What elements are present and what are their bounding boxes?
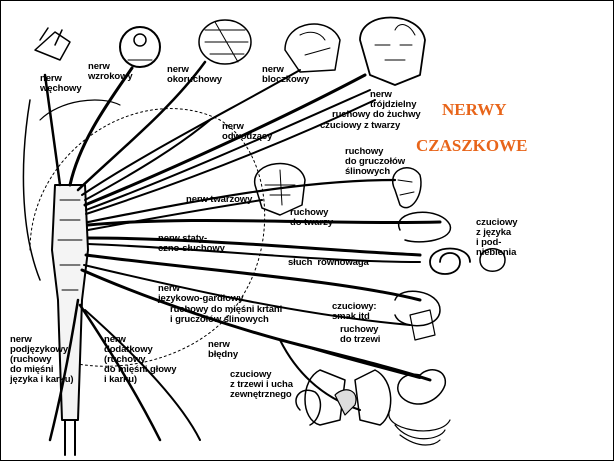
label-oculomotor-nerve: nerw okoruchowy [167, 65, 222, 85]
orbit-detail [205, 22, 248, 62]
label-sensory-from-tongue: czuciowy z języka i pod- niebienia [476, 218, 517, 258]
label-hypoglossal-nerve: nerw podjęzykowy (ruchowy do mięśni języ… [10, 335, 73, 385]
label-sensory-from-viscera: czuciowy z trzewi i ucha zewnętrznego [230, 370, 293, 400]
outer-ear [296, 390, 320, 425]
title-line-2: CZASZKOWE [416, 136, 527, 156]
label-olfactory-nerve: nerw węchowy [40, 74, 82, 94]
salivary-gland-detail [398, 180, 414, 195]
title-line-1: NERWY [442, 100, 507, 120]
label-motor-to-salivary-glands: ruchowy do gruczołów ślinowych [345, 147, 405, 177]
pupil [134, 34, 146, 46]
trochlear-head-detail [300, 32, 330, 55]
label-motor-to-viscera: ruchowy do trzewi [340, 325, 380, 345]
label-sensory-from-face: czuciowy z twarzy [320, 121, 400, 131]
label-vestibulocochlear-nerve: nerw staty- czno-słuchowy [158, 234, 225, 254]
tongue-shape [399, 212, 451, 242]
label-trigeminal-nerve: nerw trójdzielny [370, 90, 416, 110]
label-motor-to-face: ruchowy do twarzy [290, 208, 333, 228]
label-motor-to-larynx: ruchowy do mięśni krtani i gruczołów śli… [170, 305, 282, 325]
label-hearing-balance: słuch równowaga [288, 258, 369, 268]
trigeminal-head [360, 18, 425, 86]
heart [335, 390, 356, 415]
inner-ear-spiral [430, 249, 470, 275]
label-vagus-nerve: nerw błędny [208, 340, 238, 360]
brain-left-edge [23, 100, 40, 280]
olfactory-bulb [35, 28, 70, 60]
viscera-nerve [300, 345, 420, 378]
eyeball [120, 27, 160, 67]
label-facial-nerve: nerw twarzowy [186, 195, 252, 205]
trigeminal-face-detail [375, 25, 415, 60]
label-sensory-taste: czuciowy: smak itd [332, 302, 377, 322]
label-optic-nerve: nerw wzrokowy [88, 62, 133, 82]
intestines [389, 410, 450, 445]
label-abducens-nerve: nerw odwodzący [222, 122, 272, 142]
label-trochlear-nerve: nerw bloczkowy [262, 65, 309, 85]
label-accessory-nerve: nerw dodatkowy (ruchowy do mięśni głowy … [104, 335, 176, 385]
trigeminal-nerve-2 [86, 90, 370, 210]
spinal-cord [65, 420, 75, 455]
label-glossopharyngeal-nerve: nerw językowo-gardłowy [158, 284, 243, 304]
label-motor-to-mandible: ruchowy do żuchwy [332, 110, 421, 120]
